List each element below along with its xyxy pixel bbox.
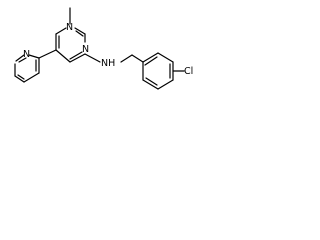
pyrimidine-ring xyxy=(55,27,86,63)
atom-pyrimidine-n1: N xyxy=(66,22,73,33)
bond-ch2-phenyl xyxy=(131,54,144,63)
bond-pyridine-pyrimidine xyxy=(38,49,57,59)
bond-pm-3-double xyxy=(75,30,84,37)
pyridine-ring xyxy=(14,54,40,83)
atom-chlorine: Cl xyxy=(184,66,193,77)
bond-py-3-double xyxy=(17,74,25,80)
bond-py-6 xyxy=(28,54,40,59)
bond-ph-5-double xyxy=(145,77,158,86)
bond-py-4 xyxy=(23,72,40,83)
bond-pm-2 xyxy=(55,27,67,35)
bond-ph-1 xyxy=(142,52,159,63)
bond-ph-4 xyxy=(157,79,174,90)
chlorophenyl-ring xyxy=(142,52,174,90)
bond-ph-1-double xyxy=(144,56,158,66)
bond-py-1-double xyxy=(18,57,27,63)
bond-pm-3 xyxy=(74,27,86,35)
molecule-canvas: N N N NH Cl xyxy=(0,0,201,97)
bond-pm-6 xyxy=(55,49,71,63)
bond-ph-2 xyxy=(157,52,174,63)
bond-py-3 xyxy=(14,75,25,83)
bond-pm-5-double xyxy=(69,51,83,60)
atom-pyridine-n: N xyxy=(23,49,30,60)
atom-pyrimidine-n3: N xyxy=(82,44,89,55)
bond-pm-5 xyxy=(69,53,86,63)
bond-ph-5 xyxy=(142,79,159,90)
bond-c-nh xyxy=(84,53,101,63)
bond-nh-ch2 xyxy=(120,54,133,63)
atom-amine-nh: NH xyxy=(101,58,115,69)
molecule-structure: N N N NH Cl xyxy=(14,7,193,90)
bond-py-1 xyxy=(15,54,25,62)
